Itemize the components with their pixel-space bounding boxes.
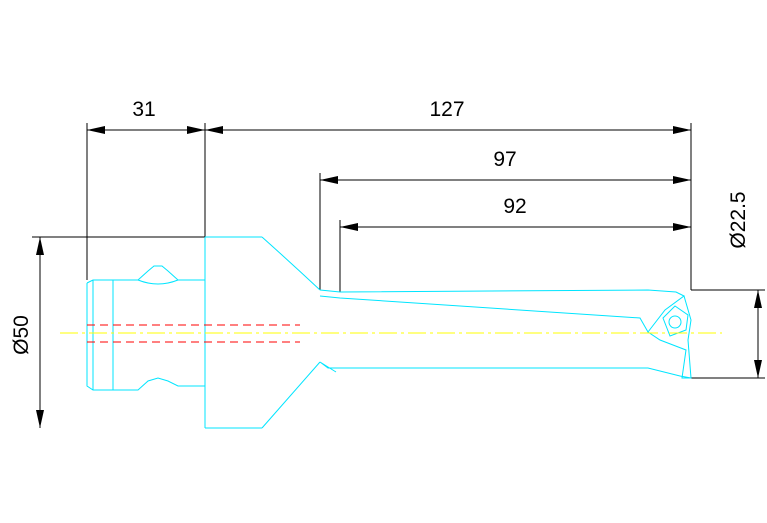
- arrow-127-left: [205, 126, 223, 134]
- insert-screw-icon: [668, 315, 682, 329]
- insert-tip: [647, 295, 692, 379]
- arrow-dia50-bottom: [36, 410, 44, 428]
- shank-body: [86, 265, 205, 391]
- neck-cone: [261, 236, 321, 429]
- arrow-31-left: [87, 126, 105, 134]
- arrow-97-left: [320, 176, 338, 184]
- dimension-label-92: 92: [503, 195, 526, 218]
- arrow-dia22-top: [754, 290, 762, 308]
- arrow-92-right: [673, 223, 691, 231]
- insert-outline: [662, 305, 689, 337]
- dimension-lines: [32, 123, 765, 428]
- flute-body: [319, 289, 692, 379]
- coolant-holes: [87, 324, 300, 343]
- dimension-label-dia50: Ø50: [10, 315, 33, 355]
- drill-outline: [86, 236, 692, 429]
- arrow-127-right: [673, 126, 691, 134]
- arrow-dia22-bottom: [754, 360, 762, 378]
- arrow-97-right: [673, 176, 691, 184]
- arrow-dia50-top: [36, 237, 44, 255]
- dimension-label-97: 97: [493, 148, 516, 171]
- dimension-label-127: 127: [429, 98, 464, 121]
- shank-flat-top: [137, 279, 179, 285]
- arrow-92-left: [340, 223, 358, 231]
- arrow-31-right: [187, 126, 205, 134]
- dimension-label-31: 31: [132, 98, 155, 121]
- dimension-labels: 31 127 97 92 Ø50 Ø22.5: [10, 98, 750, 355]
- dimension-label-dia22-5: Ø22.5: [727, 191, 750, 248]
